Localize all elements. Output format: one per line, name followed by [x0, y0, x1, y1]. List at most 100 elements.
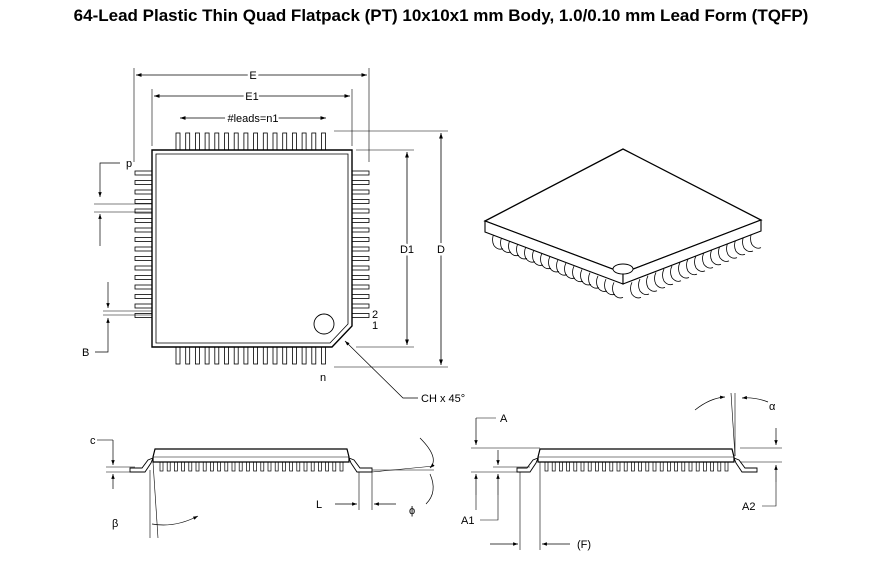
label-chamfer: CH x 45°: [421, 393, 465, 405]
lead: [301, 132, 307, 151]
lead-foot: [587, 461, 592, 472]
lead: [204, 132, 210, 151]
lead-foot: [195, 461, 200, 472]
lead-foot: [681, 461, 686, 472]
lead: [351, 303, 370, 309]
iso-lead: [580, 269, 592, 286]
lead: [185, 132, 191, 151]
beta-reference: [152, 461, 159, 539]
lead-foot: [159, 461, 164, 472]
lead: [291, 132, 297, 151]
label-alpha: α: [769, 401, 776, 413]
lead-foot: [310, 461, 315, 472]
lead: [175, 132, 181, 151]
side1-body: [152, 448, 350, 463]
lead-foot: [580, 461, 585, 472]
lead: [134, 265, 153, 271]
lead: [351, 256, 370, 261]
lead-foot: [318, 461, 322, 472]
lead: [134, 303, 153, 309]
lead: [282, 132, 288, 151]
lead: [204, 346, 210, 365]
side2-lead-right: [733, 457, 758, 473]
lead-foot: [710, 461, 714, 472]
lead: [194, 132, 200, 151]
side2-body: [537, 448, 735, 463]
lead: [134, 246, 153, 252]
lead-foot: [602, 461, 606, 472]
lead-foot: [282, 461, 286, 472]
lead: [253, 346, 259, 365]
label-c: c: [90, 435, 96, 447]
lead: [272, 346, 278, 365]
label-A2: A2: [742, 501, 755, 513]
lead: [351, 294, 370, 299]
lead: [351, 227, 370, 233]
iso-lead: [548, 256, 560, 273]
lead-foot: [166, 461, 171, 472]
lead-foot: [267, 461, 272, 472]
iso-lead: [686, 258, 698, 276]
bottom-leads: [175, 346, 326, 365]
lead: [134, 208, 153, 214]
label-beta: β: [112, 518, 118, 530]
lead-foot: [688, 461, 693, 472]
iso-lead: [516, 243, 528, 260]
label-L: L: [316, 499, 322, 511]
lead-foot: [202, 461, 207, 472]
p-leader: [98, 162, 120, 197]
label-p: p: [126, 158, 132, 170]
lead-foot: [703, 461, 707, 472]
side2-leads: [544, 461, 729, 472]
lead: [134, 237, 153, 242]
lead: [214, 132, 220, 151]
isometric-view: [483, 148, 763, 299]
lead: [134, 180, 153, 185]
label-A: A: [500, 413, 508, 425]
iso-lead: [702, 252, 714, 269]
iso-lead: [678, 262, 690, 279]
lead: [134, 294, 153, 299]
right-leads: [351, 170, 370, 318]
page-title: 64-Lead Plastic Thin Quad Flatpack (PT) …: [73, 6, 809, 25]
label-E1: E1: [245, 91, 258, 103]
lead-foot: [260, 461, 265, 472]
lead: [224, 346, 229, 365]
iso-leads-left: [492, 233, 624, 299]
iso-lead: [670, 265, 682, 282]
lead-foot: [188, 461, 193, 472]
iso-lead: [654, 272, 666, 289]
iso-lead: [540, 252, 552, 270]
iso-lead: [646, 275, 658, 292]
lead-foot: [253, 461, 257, 472]
iso-lead: [726, 242, 738, 259]
lead: [243, 132, 249, 151]
label-n: n: [320, 372, 326, 384]
lead: [243, 346, 249, 365]
label-D1: D1: [400, 244, 414, 256]
iso-lead: [742, 235, 754, 252]
label-pin2: 2: [372, 309, 378, 321]
iso-lead: [718, 245, 730, 262]
iso-lead: [500, 236, 512, 253]
alpha-arc-left: [694, 395, 726, 411]
lead: [351, 275, 370, 280]
side1-lead-right: [348, 457, 373, 473]
lead: [351, 284, 370, 290]
iso-lead: [710, 249, 722, 266]
iso-lead: [508, 239, 520, 257]
lead-foot: [695, 461, 700, 472]
lead: [351, 170, 370, 176]
lead-foot: [551, 461, 556, 472]
lead: [351, 246, 370, 252]
lead: [134, 284, 153, 290]
iso-lead: [662, 268, 674, 286]
lead-foot: [717, 461, 722, 472]
lead-foot: [652, 461, 657, 472]
lead: [214, 346, 220, 365]
lead: [233, 132, 239, 151]
phi-arc: [419, 437, 435, 469]
lead: [233, 346, 239, 365]
lead-foot: [246, 461, 250, 472]
lead-foot: [623, 461, 628, 472]
